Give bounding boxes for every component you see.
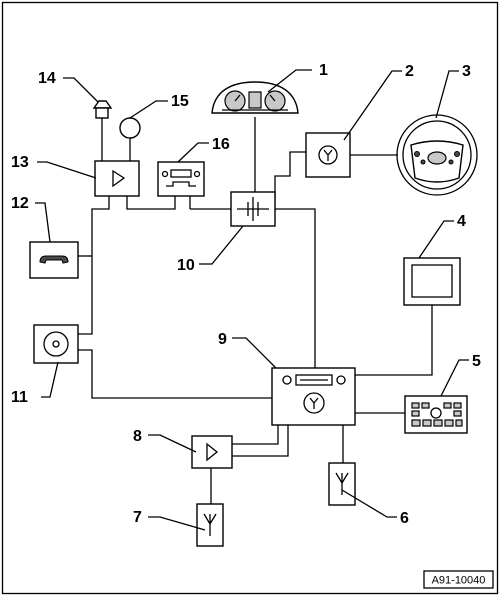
callout-3: 3 bbox=[462, 63, 471, 80]
callout-4: 4 bbox=[457, 213, 466, 230]
microphone bbox=[119, 117, 141, 139]
data-bus-diagnostic-interface bbox=[230, 191, 276, 227]
antenna-7 bbox=[196, 503, 224, 547]
front-control-panel bbox=[404, 395, 468, 434]
amplifier-13 bbox=[94, 160, 140, 197]
steering-column-module bbox=[305, 132, 351, 178]
callout-15: 15 bbox=[171, 93, 189, 110]
leader-lines bbox=[35, 69, 469, 531]
callout-2: 2 bbox=[405, 63, 414, 80]
loudspeaker bbox=[92, 100, 113, 119]
callout-5: 5 bbox=[472, 353, 481, 370]
callout-7: 7 bbox=[133, 509, 142, 526]
figure-reference-label: A91-10040 bbox=[432, 575, 486, 587]
antenna-6 bbox=[328, 462, 356, 506]
callout-16: 16 bbox=[212, 136, 230, 153]
cd-changer bbox=[33, 324, 79, 364]
figure-reference: A91-10040 bbox=[423, 570, 494, 589]
connection-lines bbox=[78, 117, 433, 504]
instrument-cluster bbox=[211, 81, 299, 114]
callout-1: 1 bbox=[319, 62, 328, 79]
callout-14: 14 bbox=[38, 70, 56, 87]
steering-wheel bbox=[396, 114, 478, 196]
display-unit bbox=[403, 257, 461, 306]
callout-8: 8 bbox=[133, 428, 142, 445]
callout-11: 11 bbox=[11, 389, 28, 406]
navigation-unit bbox=[157, 161, 205, 197]
radio-unit bbox=[271, 367, 356, 426]
amplifier-8 bbox=[191, 435, 233, 469]
callout-13: 13 bbox=[11, 154, 29, 171]
telephone bbox=[29, 241, 79, 279]
callout-10: 10 bbox=[177, 257, 195, 274]
callout-9: 9 bbox=[218, 331, 227, 348]
callout-numbers: 1 2 3 4 5 6 7 8 9 10 11 12 13 14 15 16 bbox=[11, 62, 481, 527]
callout-12: 12 bbox=[11, 195, 29, 212]
callout-6: 6 bbox=[400, 510, 409, 527]
